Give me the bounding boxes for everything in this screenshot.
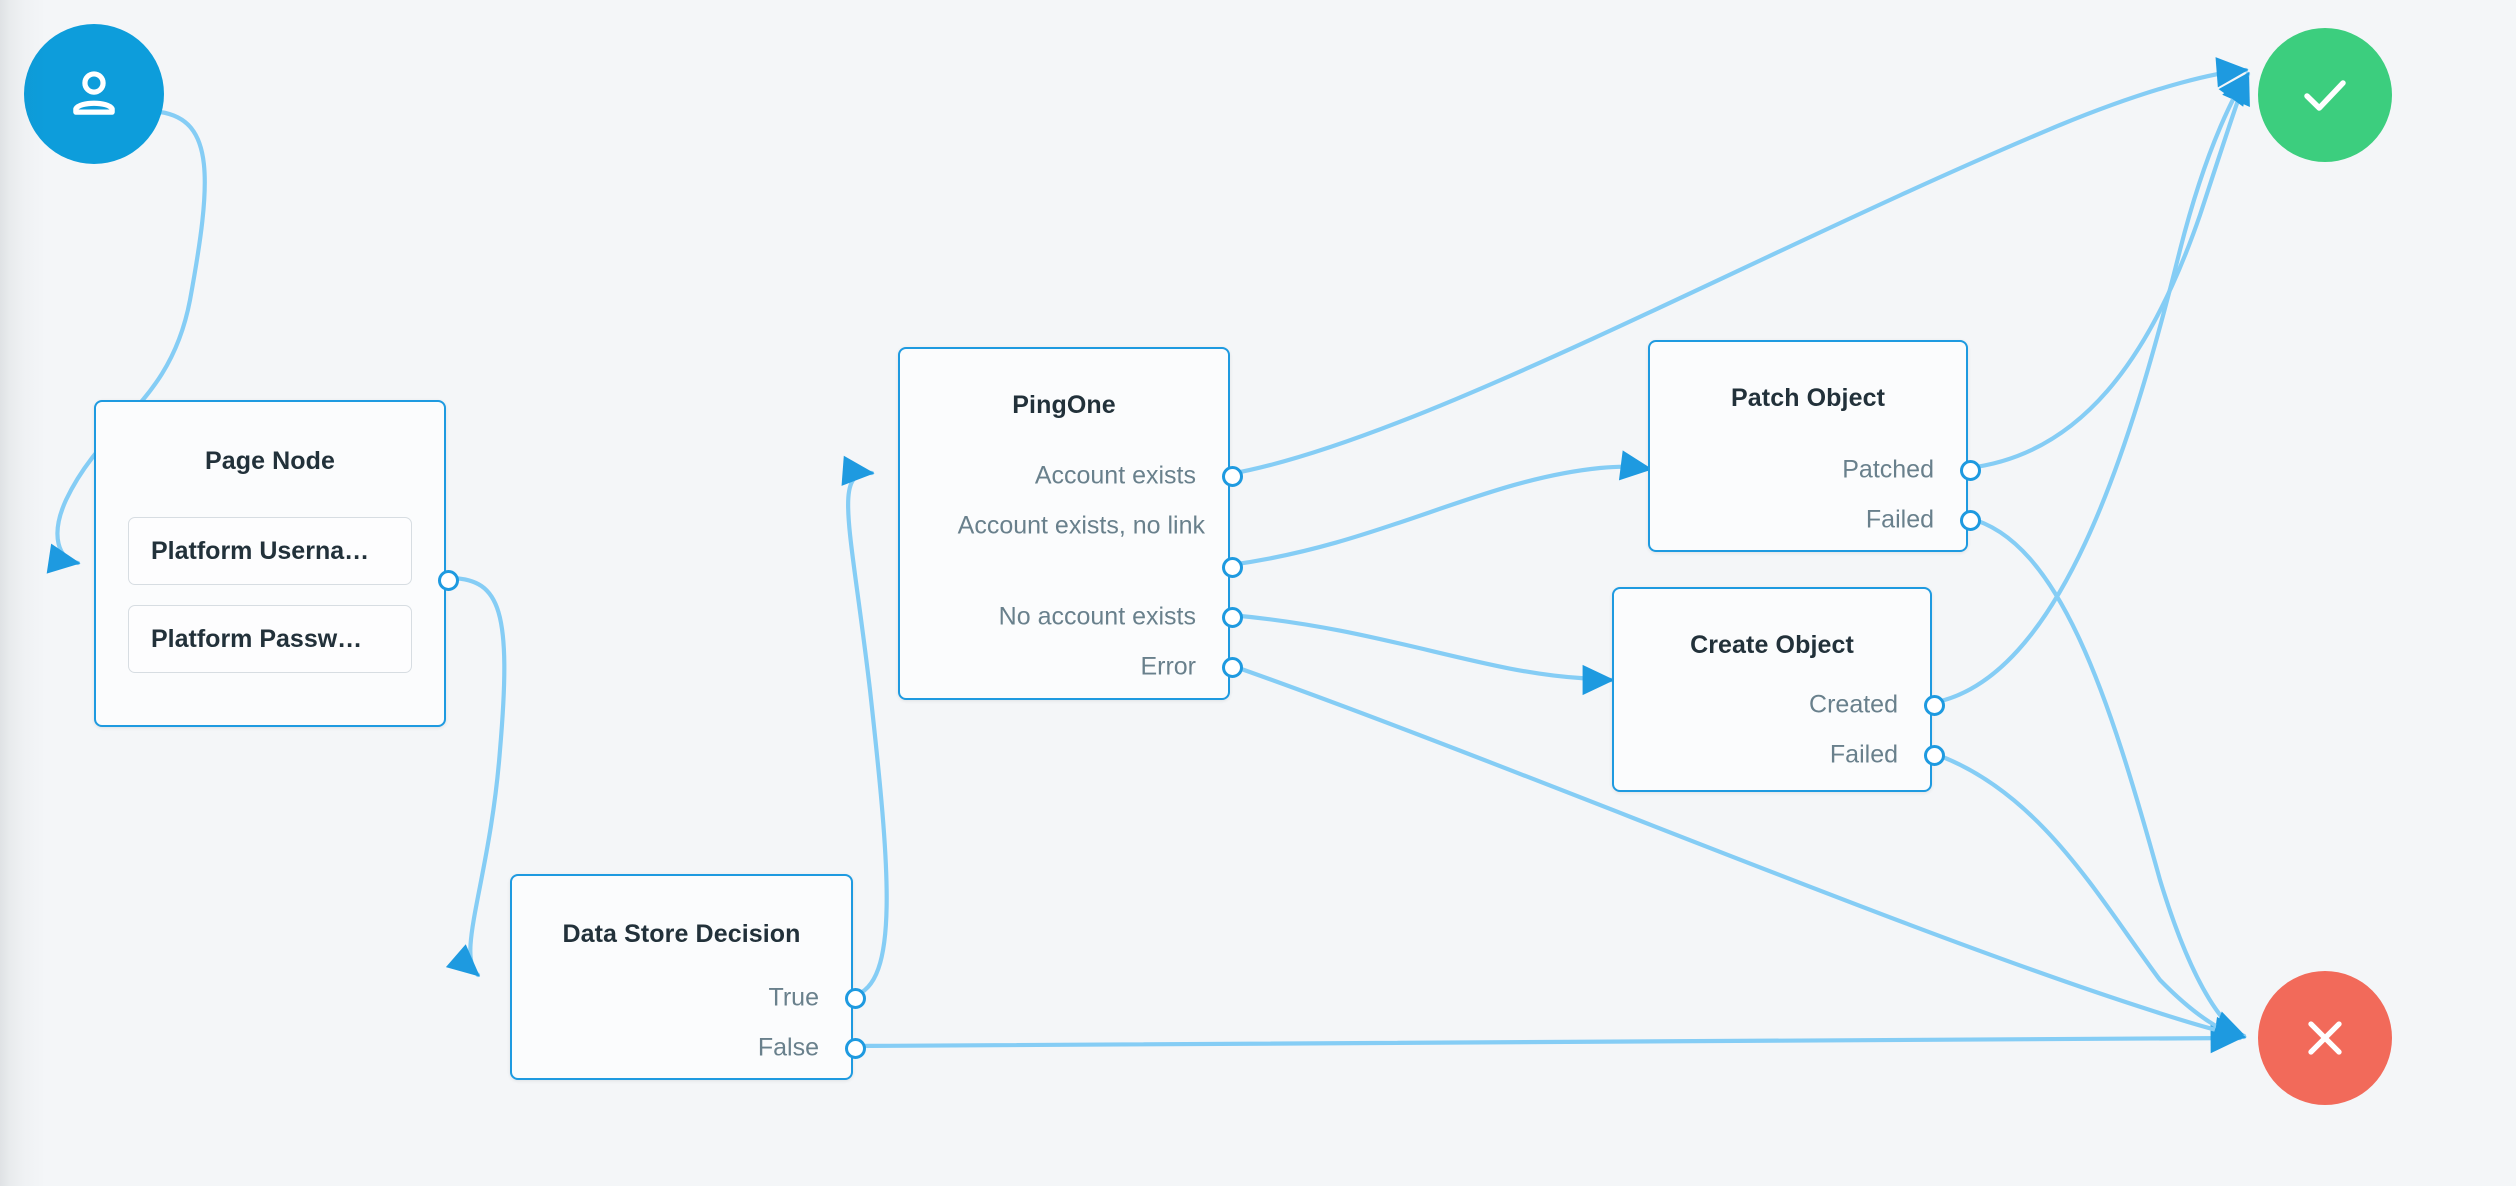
port-data-store-true[interactable] [844, 987, 866, 1009]
start-node[interactable] [24, 24, 164, 164]
output-label-false: False [757, 1033, 819, 1062]
output-label-failed: Failed [1829, 740, 1898, 769]
output-label-account-exists-no-link: Account exists, no link [957, 511, 1205, 540]
port-pingone-error[interactable] [1221, 656, 1243, 678]
success-node[interactable] [2258, 28, 2392, 162]
edge-patch-patched-to-success [1965, 71, 2251, 471]
node-create-object[interactable]: Create Object Created Failed [1612, 587, 1945, 792]
user-icon [73, 71, 115, 115]
port-patch-patched[interactable] [1959, 459, 1981, 481]
edge-page-to-datastore [445, 575, 507, 978]
port-pingone-account-exists[interactable] [1221, 465, 1243, 487]
node-data-store-decision[interactable]: Data Store Decision True False [510, 874, 866, 1080]
close-icon [2308, 1021, 2342, 1055]
port-pingone-account-exists-no-link[interactable] [1221, 556, 1243, 578]
output-label-error: Error [1140, 652, 1196, 681]
output-label-account-exists: Account exists [1034, 461, 1196, 490]
page-field-platform-username[interactable]: Platform Userna… [128, 517, 412, 585]
node-pingone[interactable]: PingOne Account exists Account exists, n… [898, 347, 1243, 700]
output-label-true: True [768, 983, 819, 1012]
node-title: Data Store Decision [562, 920, 801, 948]
port-data-store-false[interactable] [844, 1037, 866, 1059]
node-page-node[interactable]: Page Node Platform Userna… Platform Pass… [94, 400, 459, 727]
edge-pingone-nolink-to-patch [1227, 450, 1653, 568]
port-patch-failed[interactable] [1959, 509, 1981, 531]
output-label-no-account-exists: No account exists [998, 602, 1196, 631]
edge-datastore-false-to-failure [850, 1023, 2243, 1054]
port-create-created[interactable] [1923, 694, 1945, 716]
page-field-platform-password[interactable]: Platform Passw… [128, 605, 412, 673]
output-label-patched: Patched [1842, 455, 1934, 484]
edge-create-failed-to-failure [1929, 750, 2247, 1048]
page-field-label: Platform Passw… [151, 624, 363, 653]
check-icon [2304, 80, 2346, 111]
output-label-failed: Failed [1865, 505, 1934, 534]
page-field-label: Platform Userna… [151, 536, 370, 565]
failure-node[interactable] [2258, 971, 2392, 1105]
node-title: PingOne [1012, 391, 1116, 419]
edge-pingone-noaccount-to-create [1227, 612, 1615, 696]
drawer-edge-shadow [0, 0, 46, 1186]
node-title: Create Object [1690, 631, 1854, 659]
node-patch-object[interactable]: Patch Object Patched Failed [1648, 340, 1981, 552]
node-title: Patch Object [1730, 384, 1886, 412]
node-title: Page Node [204, 447, 336, 475]
edge-datastore-true-to-pingone [841, 455, 889, 999]
port-pingone-no-account-exists[interactable] [1221, 606, 1243, 628]
port-page-node-out[interactable] [437, 569, 459, 591]
edge-create-created-to-success [1929, 71, 2251, 706]
output-label-created: Created [1809, 690, 1898, 719]
port-create-failed[interactable] [1923, 744, 1945, 766]
edge-patch-failed-to-failure [1965, 515, 2247, 1040]
